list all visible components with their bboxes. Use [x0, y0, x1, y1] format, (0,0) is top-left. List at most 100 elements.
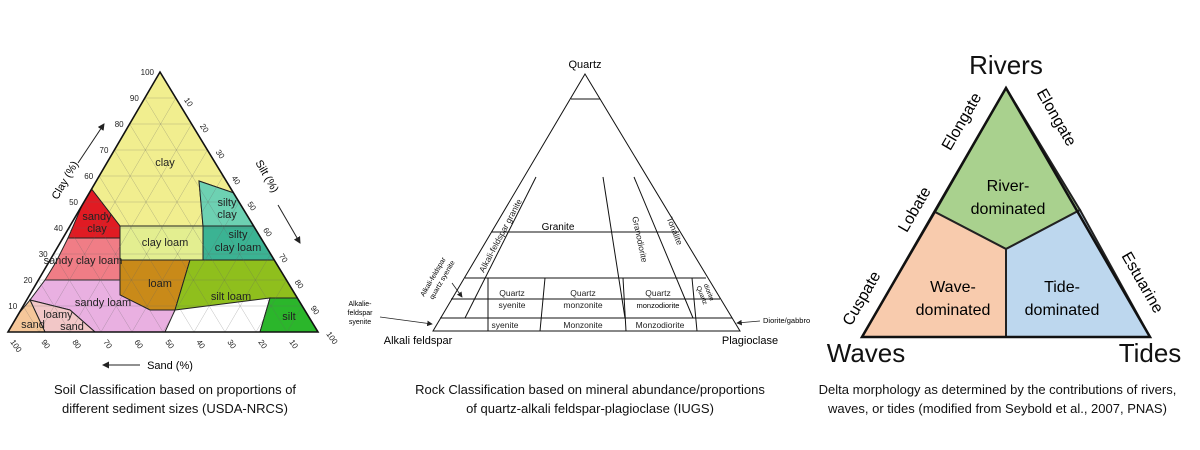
soil-axis-title-clay: Clay (%): [50, 159, 81, 202]
delta-triangle: Rivers Waves Tides River- dominated Wave…: [827, 50, 1182, 368]
soil-label-clay-loam: clay loam: [142, 237, 188, 249]
soil-tick-silt: 60: [261, 226, 274, 239]
rock-label-quartz-monzodiorite: monzodiorite: [637, 301, 680, 310]
soil-tick-clay: 20: [23, 276, 32, 285]
delta-edge-elongate-right: Elongate: [1033, 86, 1079, 149]
rock-pointer-af-syenite: [379, 316, 433, 327]
soil-grid-line: [83, 201, 164, 332]
soil-tick-clay: 100: [141, 68, 155, 77]
soil-label-loam: loam: [148, 278, 172, 290]
soil-grid-line: [68, 227, 133, 332]
soil-tick-silt: 70: [277, 252, 290, 265]
delta-apex-rivers: Rivers: [969, 50, 1043, 80]
soil-label-sandy-clay: clay: [87, 223, 107, 235]
soil-label-clay: clay: [155, 157, 175, 169]
soil-tick-clay: 70: [99, 146, 108, 155]
soil-tick-silt: 30: [214, 148, 227, 161]
soil-grid-line: [162, 201, 240, 332]
soil-tick-sand: 100: [8, 338, 23, 355]
soil-tick-sand: 20: [256, 338, 269, 351]
rock-apex-quartz: Quartz: [568, 59, 601, 71]
soil-tick-sand: 10: [287, 338, 300, 351]
soil-caption-line: Soil Classification based on proportions…: [53, 382, 297, 397]
soil-tick-sand: 50: [163, 338, 176, 351]
rock-label-monzodiorite: Monzodiorite: [636, 320, 685, 330]
rock-labels: Quartz Alkali feldspar Plagioclase Grani…: [348, 59, 811, 347]
soil-tick-clay: 10: [8, 302, 17, 311]
delta-label-river-dominated: dominated: [971, 201, 1046, 218]
soil-label-sandy-clay: sandy: [82, 211, 112, 223]
rock-label-quartz-monzonite: monzonite: [563, 300, 602, 310]
soil-tick-sand: 80: [70, 338, 83, 351]
rock-line-granite-granodiorite: [602, 176, 626, 319]
soil-tick-clay: 40: [54, 224, 63, 233]
soil-caption: Soil Classification based on proportions…: [10, 380, 340, 418]
rock-line-sub2: [539, 277, 546, 332]
soil-grid: [23, 97, 303, 332]
soil-label-sand: sand: [21, 319, 45, 331]
rock-label-alkalie-feldspar-syenite: feldspar: [348, 310, 374, 317]
soil-label-silty-clay-loam: clay loam: [215, 242, 261, 254]
soil-tick-silt: 40: [230, 174, 243, 187]
soil-axis-title-silt: Silt (%): [253, 158, 281, 195]
soil-grid-line: [114, 149, 226, 332]
rock-label-quartz-monzodiorite: Quartz: [645, 288, 671, 298]
soil-tick-sand: 90: [39, 338, 52, 351]
rock-label-alkalie-feldspar-syenite: Alkalie-: [349, 301, 373, 308]
soil-grid-line: [53, 253, 102, 332]
soil-grid-line: [224, 253, 271, 332]
rock-caption-line: Rock Classification based on mineral abu…: [415, 382, 765, 397]
rock-pointer-diorite-gabbro: [736, 319, 761, 326]
soil-grid-line: [255, 279, 287, 332]
soil-tick-silt: 100: [324, 330, 339, 347]
rock-pointer-af-quartz-syenite: [451, 282, 463, 298]
rock-apex-alkali-feldspar: Alkali feldspar: [384, 335, 453, 347]
soil-tick-clay: 90: [130, 94, 139, 103]
soil-tick-sand: 40: [194, 338, 207, 351]
soil-tick-silt: 50: [245, 200, 258, 213]
rock-qap-triangle: [432, 73, 741, 332]
soil-tick-silt: 10: [182, 96, 195, 109]
rock-line-afg: [464, 176, 537, 319]
soil-tick-silt: 80: [293, 278, 306, 291]
soil-tick-sand: 30: [225, 338, 238, 351]
soil-grid-line: [38, 279, 71, 332]
delta-label-wave-dominated: Wave-: [930, 279, 976, 296]
rock-line-granodiorite-tonalite: [633, 176, 694, 319]
soil-axis-title-sand: Sand (%): [147, 360, 193, 372]
rock-label-diorite-gabbro: Diorite/gabbro: [763, 316, 810, 325]
delta-label-river-dominated: River-: [987, 178, 1030, 195]
delta-caption-line: waves, or tides (modified from Seybold e…: [828, 401, 1167, 416]
rock-label-quartz-monzonite: Quartz: [570, 288, 596, 298]
soil-label-silt: silt: [282, 311, 295, 323]
soil-label-sandy-loam: sandy loam: [75, 297, 131, 309]
soil-tick-clay: 60: [84, 172, 93, 181]
delta-label-tide-dominated: dominated: [1025, 302, 1100, 319]
delta-label-tide-dominated: Tide-: [1044, 279, 1080, 296]
delta-label-wave-dominated: dominated: [916, 302, 991, 319]
soil-texture-triangle: 1009080706050403020101020304050607080901…: [6, 68, 340, 372]
rock-triangle-outline: [432, 73, 741, 332]
soil-tick-silt: 20: [198, 122, 211, 135]
soil-label-silty-clay: clay: [217, 209, 237, 221]
rock-apex-plagioclase: Plagioclase: [722, 335, 778, 347]
rock-label-quartz-syenite: syenite: [499, 300, 526, 310]
soil-label-silty-clay: silty: [218, 197, 237, 209]
rock-label-granodiorite: Granodiorite: [630, 215, 650, 263]
soil-arrow-silt: [277, 204, 301, 244]
soil-grid-line: [286, 305, 303, 332]
soil-tick-sand: 70: [101, 338, 114, 351]
soil-label-loamy-sand: sand: [60, 321, 84, 333]
soil-label-silty-clay-loam: silty: [229, 229, 248, 241]
delta-caption-line: Delta morphology as determined by the co…: [818, 382, 1177, 397]
soil-triangle-outline: [6, 70, 320, 333]
rock-label-monzonite: Monzonite: [563, 320, 602, 330]
soil-tick-silt: 90: [309, 304, 322, 317]
soil-grid-line: [23, 305, 40, 332]
soil-region-silt: [259, 297, 318, 332]
soil-grid-line: [193, 227, 255, 332]
delta-apex-tides: Tides: [1119, 338, 1182, 368]
soil-label-sandy-clay-loam: sandy clay loam: [44, 255, 123, 267]
rock-line-sub3: [622, 277, 627, 332]
